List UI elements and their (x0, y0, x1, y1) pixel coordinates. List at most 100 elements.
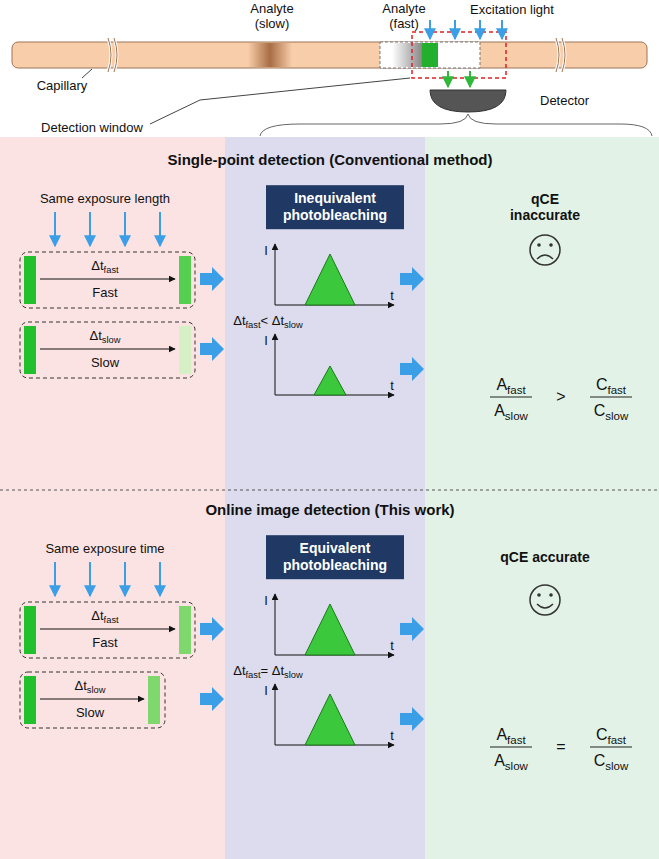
exposure-label: Same exposure length (40, 192, 170, 207)
illustration-part (501, 20, 503, 39)
speed-label: Slow (76, 706, 104, 721)
label-text: A (494, 402, 505, 419)
illustration-part (40, 699, 144, 700)
subscript: fast (104, 265, 119, 275)
illustration-part (275, 594, 276, 655)
formula-term: Cslow (594, 402, 629, 420)
subscript: slow (284, 670, 303, 680)
comparison-label: Δtfast< Δtslow (233, 314, 303, 329)
illustration-part (55, 562, 160, 596)
illustration-part (24, 676, 36, 724)
illustration-part (537, 604, 553, 608)
label-text: Δt (233, 313, 245, 328)
illustration-part (537, 255, 553, 259)
subscript: fast (608, 384, 627, 396)
box-text: Equivalent photobleaching (276, 540, 394, 574)
label-text: C (596, 376, 608, 393)
label-text: Analyte (slow) (250, 1, 293, 31)
process-box: Equivalent photobleaching (266, 535, 404, 579)
axis-label: t (390, 289, 394, 304)
label-text: C (596, 726, 608, 743)
subscript: slow (605, 410, 628, 422)
illustration-part (40, 349, 175, 350)
interval-label: Δtslow (75, 679, 106, 694)
label-text: t (390, 728, 394, 743)
speed-label: Slow (91, 356, 119, 371)
illustration-part (314, 366, 346, 395)
illustration-part (159, 212, 161, 246)
illustration-part (54, 562, 56, 596)
illustration-part (200, 617, 224, 641)
label-text: A (496, 376, 507, 393)
illustration-part (430, 90, 506, 112)
label-text: Δt (75, 678, 87, 693)
illustration-part (556, 38, 565, 72)
section-title: Online image detection (This work) (205, 501, 454, 518)
label-text: Slow (91, 355, 119, 370)
subscript: fast (246, 670, 261, 680)
axis-label: I (264, 244, 268, 259)
illustration-part (305, 694, 355, 745)
illustration-part (490, 397, 532, 398)
axis-label: I (264, 594, 268, 609)
label-text: t (390, 638, 394, 653)
formula-operator: > (556, 388, 565, 406)
illustration-part (150, 78, 410, 124)
illustration-part (537, 593, 541, 597)
subscript: fast (507, 734, 526, 746)
axis-label: I (264, 334, 268, 349)
illustration-part (430, 20, 502, 39)
illustration-part (479, 20, 481, 39)
axis-label: t (390, 379, 394, 394)
interval-label: Δtfast (91, 609, 118, 624)
illustration-part (305, 254, 355, 305)
window-label: Detection window (41, 121, 143, 136)
illustration-part (429, 20, 431, 39)
illustration-part (200, 337, 224, 361)
label-text: Fast (92, 285, 117, 300)
interval-label: Δtfast (91, 259, 118, 274)
illustration-part (275, 334, 276, 395)
illustration-part (179, 606, 191, 654)
subscript: slow (505, 410, 528, 422)
formula-term: Cfast (596, 726, 626, 744)
box-text: Inequivalent photobleaching (276, 190, 394, 224)
analyte-label: Analyte (fast) (376, 2, 432, 32)
illustration-part (275, 684, 276, 745)
label-text: Δt (91, 608, 103, 623)
illustration-part (24, 256, 36, 304)
illustration-part (200, 267, 224, 291)
label-text: C (594, 402, 606, 419)
label-text: I (264, 683, 268, 698)
illustration-part (20, 672, 165, 728)
label-text: Excitation light (470, 2, 554, 17)
illustration-part (89, 562, 91, 596)
illustration-part (159, 562, 161, 596)
subscript: slow (102, 335, 121, 345)
formula-term: Afast (496, 726, 525, 744)
label-text: < Δt (261, 313, 285, 328)
illustration-part (412, 32, 506, 78)
subscript: fast (608, 734, 627, 746)
label-text: I (264, 593, 268, 608)
formula-term: Aslow (494, 752, 528, 770)
analyte-label: Analyte (slow) (244, 2, 300, 32)
illustration-part (40, 629, 175, 630)
illustration-part (40, 279, 175, 280)
section-conventional (20, 212, 632, 397)
illustration-part (200, 687, 224, 711)
label-text: = (556, 738, 565, 755)
label-text: Capillary (37, 78, 88, 93)
subscript: fast (246, 320, 261, 330)
illustration-part (89, 212, 91, 246)
label-text: Fast (92, 635, 117, 650)
subscript: slow (87, 685, 106, 695)
subscript: fast (104, 615, 119, 625)
illustration-part (549, 593, 553, 597)
illustration-part (54, 212, 56, 246)
illustration-part (448, 71, 470, 87)
illustration-part (275, 594, 394, 745)
label-text: > (556, 388, 565, 405)
label-text: Analyte (fast) (382, 1, 425, 31)
